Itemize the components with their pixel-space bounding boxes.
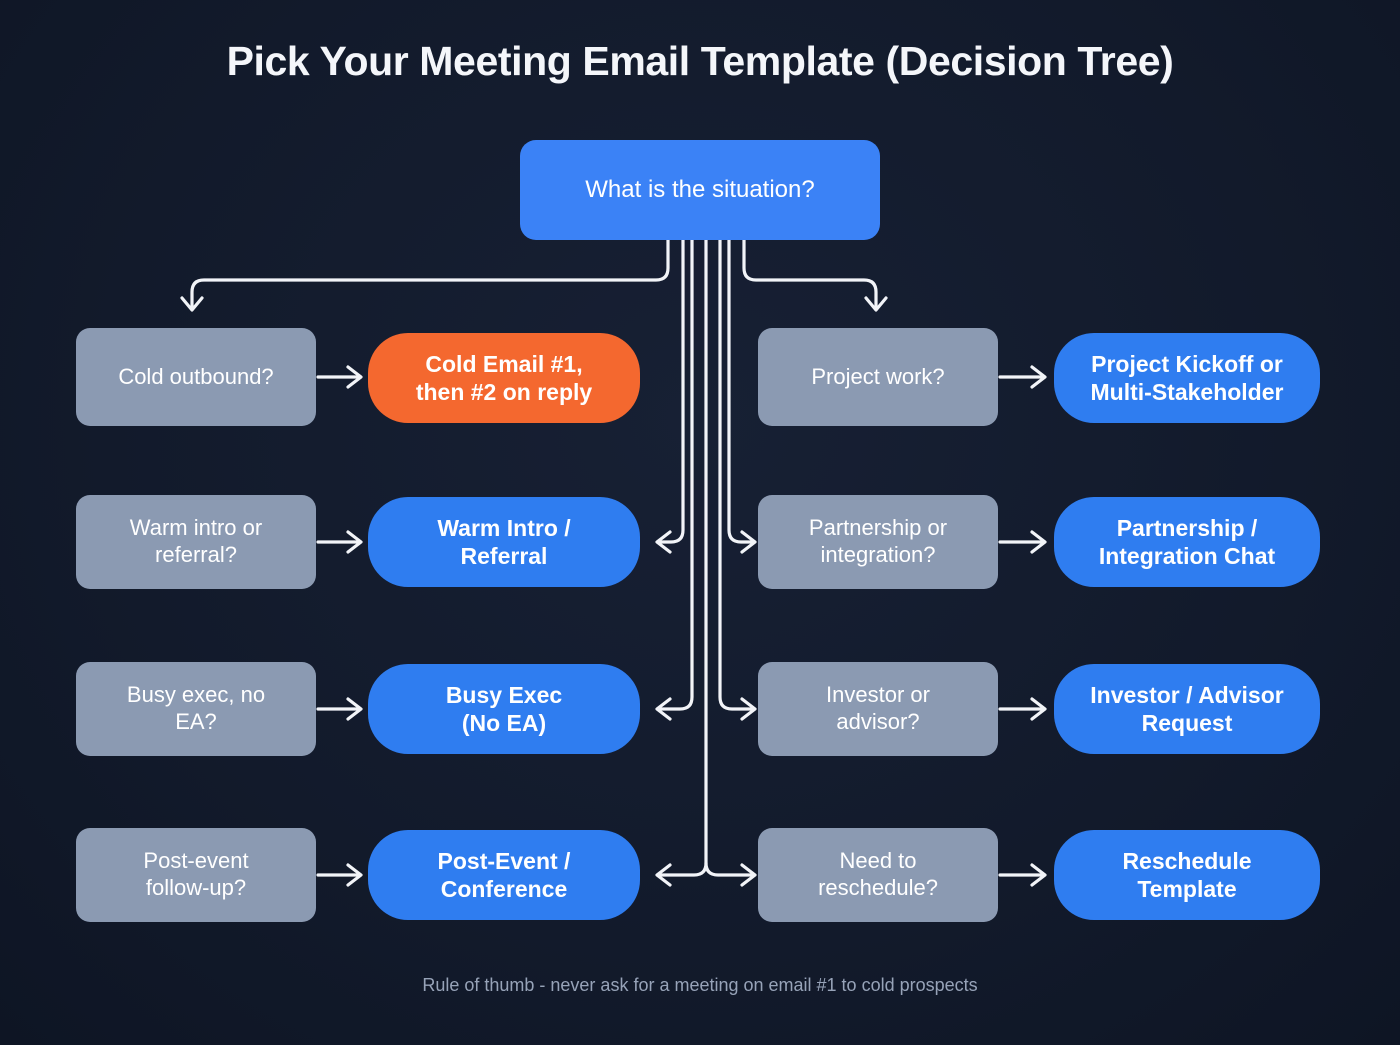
connector-root-to-row1-left xyxy=(190,236,670,310)
arrowhead-a-reschedule xyxy=(1030,863,1047,887)
connector-root-to-row4-left xyxy=(658,236,708,877)
node-answer-label: Post-Event /Conference xyxy=(437,847,571,902)
arrowhead-row4-right xyxy=(740,863,757,887)
node-root-situation[interactable]: What is the situation? xyxy=(520,140,880,240)
node-answer-partnership[interactable]: Partnership /Integration Chat xyxy=(1054,497,1320,587)
arrowhead-row4-left xyxy=(655,863,672,887)
arrowhead-a-post-event xyxy=(346,863,363,887)
arrowhead-a-cold-email xyxy=(346,365,363,389)
node-question-label: Cold outbound? xyxy=(118,363,274,389)
connector-root-to-row1-right xyxy=(742,236,878,310)
connector-root-to-row3-right xyxy=(718,236,754,711)
connector-root-to-row2-left xyxy=(658,236,685,544)
node-answer-label: Warm Intro /Referral xyxy=(437,514,571,569)
node-answer-label: Partnership /Integration Chat xyxy=(1098,514,1276,569)
page-title: Pick Your Meeting Email Template (Decisi… xyxy=(226,38,1174,84)
arrowhead-row3-right xyxy=(740,697,757,721)
node-question-label: Project work? xyxy=(811,363,945,389)
node-question-cold-outbound[interactable]: Cold outbound? xyxy=(76,328,316,426)
arrowhead-row3-left xyxy=(655,697,672,721)
node-answer-cold-email[interactable]: Cold Email #1,then #2 on reply xyxy=(368,333,640,423)
arrowhead-a-warm-intro xyxy=(346,530,363,554)
arrowhead-row2-right xyxy=(740,530,757,554)
node-answer-warm-intro[interactable]: Warm Intro /Referral xyxy=(368,497,640,587)
node-root-label: What is the situation? xyxy=(585,176,815,204)
node-answer-label: Cold Email #1,then #2 on reply xyxy=(415,350,593,405)
arrowhead-row1-left xyxy=(180,296,204,312)
arrowhead-row2-left xyxy=(655,530,672,554)
arrowhead-a-busy-exec xyxy=(346,697,363,721)
arrowhead-a-project-kickoff xyxy=(1030,365,1047,389)
footer-note: Rule of thumb - never ask for a meeting … xyxy=(422,975,978,995)
node-answer-busy-exec[interactable]: Busy Exec(No EA) xyxy=(368,664,640,754)
arrowhead-row1-right xyxy=(864,296,888,312)
arrowhead-a-investor xyxy=(1030,697,1047,721)
node-question-project-work[interactable]: Project work? xyxy=(758,328,998,426)
node-answer-post-event[interactable]: Post-Event /Conference xyxy=(368,830,640,920)
connector-root-to-row4-right xyxy=(704,861,754,877)
arrowhead-a-partnership xyxy=(1030,530,1047,554)
connector-root-to-row2-right xyxy=(727,236,754,544)
node-answer-label: Busy Exec(No EA) xyxy=(445,681,563,736)
connector-root-to-row3-left xyxy=(658,236,694,711)
